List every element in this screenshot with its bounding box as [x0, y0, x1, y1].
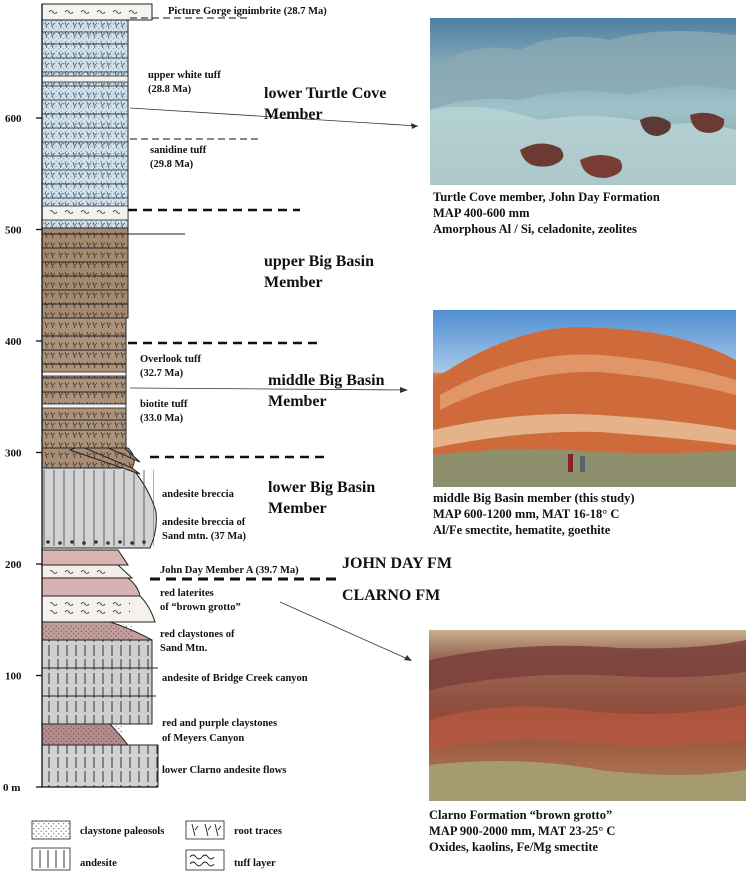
- turtle-cove-beds: [42, 31, 128, 213]
- axis-tick-label: 600: [5, 113, 22, 125]
- legend-root-swatch: [185, 820, 225, 840]
- photo-middle-big-basin-caption: middle Big Basin member (this study) MAP…: [433, 491, 635, 537]
- caption-brown-grotto-3: Oxides, kaolins, Fe/Mg smectite: [429, 840, 599, 854]
- sanidine-tuff-pattern: [50, 208, 120, 218]
- unit-labels: Picture Gorge ignimbrite (28.7 Ma) upper…: [140, 6, 327, 776]
- label-sand-mtn-breccia-1: andesite breccia of: [162, 517, 246, 528]
- photo-brown-grotto: [429, 630, 746, 801]
- unit-meyers-pattern: [42, 726, 122, 744]
- member-middle-big-basin-1: middle Big Basin: [268, 372, 385, 389]
- upper-white-tuff-bed: [41, 75, 129, 83]
- caption-turtle-cove-2: MAP 400-600 mm: [433, 206, 530, 220]
- caption-middle-big-basin-2: MAP 600-1200 mm, MAT 16-18° C: [433, 507, 619, 521]
- legend-claystone-label: claystone paleosols: [80, 826, 164, 837]
- unit-sand-mtn-pattern: [42, 624, 132, 639]
- photo-brown-grotto-caption: Clarno Formation “brown grotto” MAP 900-…: [429, 808, 615, 854]
- unit-lower-clarno-pattern: [42, 745, 158, 787]
- depth-axis: 600 500 400 300 200 100 0 m: [3, 113, 42, 794]
- unit-bridge-creek-pattern: [42, 640, 152, 724]
- caption-brown-grotto-1: Clarno Formation “brown grotto”: [429, 808, 612, 822]
- axis-tick-label: 400: [5, 336, 22, 348]
- photo-turtle-cove-caption: Turtle Cove member, John Day Formation M…: [433, 190, 660, 236]
- strat-column: [41, 3, 185, 788]
- member-lower-turtle-cove-2: Member: [264, 106, 323, 123]
- formation-labels: JOHN DAY FM CLARNO FM: [342, 555, 452, 604]
- upper-big-basin-beds: [42, 233, 185, 305]
- photo-arrows: [129, 107, 419, 661]
- label-sand-mtn-breccia-2: Sand mtn. (37 Ma): [162, 531, 247, 542]
- label-picture-gorge: Picture Gorge ignimbrite (28.7 Ma): [168, 6, 327, 17]
- member-lower-big-basin-2: Member: [268, 500, 327, 517]
- label-overlook-tuff-2: (32.7 Ma): [140, 368, 184, 379]
- legend-tuff-label: tuff layer: [234, 858, 276, 869]
- unit-red-laterites: [41, 577, 141, 597]
- label-biotite-tuff-2: (33.0 Ma): [140, 413, 184, 424]
- unit-member-a-red: [41, 549, 129, 566]
- dashed-contacts: [128, 17, 336, 581]
- label-member-a: John Day Member A (39.7 Ma): [160, 565, 299, 576]
- biotite-tuff-bed: [41, 403, 127, 409]
- legend: claystone paleosols root traces andesite…: [31, 820, 282, 871]
- axis-tick-label: 300: [5, 448, 22, 460]
- member-lower-big-basin-1: lower Big Basin: [268, 479, 375, 496]
- legend-root-pattern: [191, 823, 222, 837]
- legend-andesite-pattern: [39, 850, 65, 868]
- label-red-laterites-1: red laterites: [160, 588, 214, 599]
- unit-breccia-pattern: [42, 470, 154, 546]
- photo-turtle-cove: [430, 18, 736, 185]
- label-sanidine-tuff-2: (29.8 Ma): [150, 159, 194, 170]
- unit-upper-big-basin-pattern: [42, 228, 128, 318]
- unit-middle-big-basin-pattern: [42, 318, 126, 448]
- label-biotite-tuff-1: biotite tuff: [140, 399, 188, 410]
- legend-andesite-label: andesite: [80, 858, 117, 869]
- middle-big-basin-beds: [42, 335, 126, 431]
- label-overlook-tuff-1: Overlook tuff: [140, 354, 201, 365]
- axis-tick-label: 500: [5, 225, 22, 237]
- axis-tick-label: 200: [5, 559, 22, 571]
- formation-john-day: JOHN DAY FM: [342, 555, 452, 572]
- unit-lower-big-basin-pattern: [42, 448, 132, 468]
- label-bridge-creek: andesite of Bridge Creek canyon: [162, 673, 308, 684]
- overlook-tuff-bed: [41, 371, 127, 377]
- label-upper-white-tuff-2: (28.8 Ma): [148, 84, 192, 95]
- member-lower-turtle-cove-1: lower Turtle Cove: [264, 85, 386, 102]
- label-lower-clarno: lower Clarno andesite flows: [162, 765, 286, 776]
- caption-middle-big-basin-3: Al/Fe smectite, hematite, goethite: [433, 523, 611, 537]
- label-upper-white-tuff-1: upper white tuff: [148, 70, 221, 81]
- axis-tick-label: 100: [5, 671, 22, 683]
- member-labels: lower Turtle Cove Member upper Big Basin…: [264, 85, 386, 517]
- legend-andesite-swatch: [31, 847, 71, 871]
- photo-middle-big-basin: [433, 310, 736, 487]
- member-upper-big-basin-1: upper Big Basin: [264, 253, 374, 270]
- label-meyers-2: of Meyers Canyon: [162, 733, 244, 744]
- label-red-claystones-2: Sand Mtn.: [160, 643, 208, 654]
- label-meyers-1: red and purple claystones: [162, 718, 277, 729]
- caption-turtle-cove-1: Turtle Cove member, John Day Formation: [433, 190, 660, 204]
- axis-tick-label: 0 m: [3, 782, 20, 794]
- unit-picture-gorge-pattern: [48, 7, 144, 18]
- label-red-claystones-1: red claystones of: [160, 629, 235, 640]
- caption-turtle-cove-3: Amorphous Al / Si, celadonite, zeolites: [433, 222, 637, 236]
- member-upper-big-basin-2: Member: [264, 274, 323, 291]
- formation-clarno: CLARNO FM: [342, 587, 440, 604]
- legend-root-label: root traces: [234, 826, 282, 837]
- unit-turtle-cove-roots: [42, 20, 128, 228]
- member-middle-big-basin-2: Member: [268, 393, 327, 410]
- legend-claystone-pattern: [32, 821, 70, 839]
- unit-brown-grotto-pattern: [50, 600, 130, 618]
- legend-tuff-swatch: [185, 849, 225, 871]
- label-red-laterites-2: of “brown grotto”: [160, 602, 241, 613]
- caption-brown-grotto-2: MAP 900-2000 mm, MAT 23-25° C: [429, 824, 615, 838]
- breccia-base-dots: [46, 540, 146, 545]
- caption-middle-big-basin-1: middle Big Basin member (this study): [433, 491, 635, 505]
- unit-member-a-pattern: [50, 568, 110, 576]
- label-andesite-breccia: andesite breccia: [162, 489, 235, 500]
- label-sanidine-tuff-1: sanidine tuff: [150, 145, 207, 156]
- legend-tuff-pattern: [189, 854, 215, 867]
